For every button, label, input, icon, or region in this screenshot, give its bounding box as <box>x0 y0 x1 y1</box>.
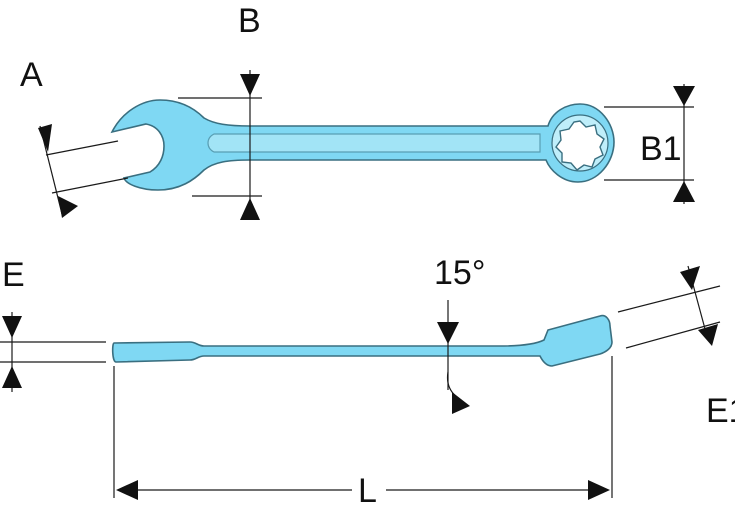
dimension-e <box>0 312 106 392</box>
dimension-e1 <box>617 265 721 349</box>
dimension-angle <box>437 300 470 414</box>
dimension-a <box>38 124 129 218</box>
dimension-b1 <box>604 84 695 204</box>
wrench-top-view <box>110 99 615 191</box>
label-a: A <box>20 56 43 94</box>
label-e: E <box>2 256 25 294</box>
label-angle: 15° <box>434 254 485 292</box>
wrench-side-view <box>111 314 613 367</box>
dimension-l <box>113 356 613 500</box>
label-l: L <box>358 472 377 505</box>
dimension-b <box>178 70 262 220</box>
label-e1: E1 <box>706 392 735 430</box>
wrench-handle-highlight <box>207 133 541 153</box>
label-b1: B1 <box>640 130 682 168</box>
wrench-body-side <box>111 314 613 367</box>
label-b: B <box>238 2 261 40</box>
ring-12-point <box>555 120 605 171</box>
